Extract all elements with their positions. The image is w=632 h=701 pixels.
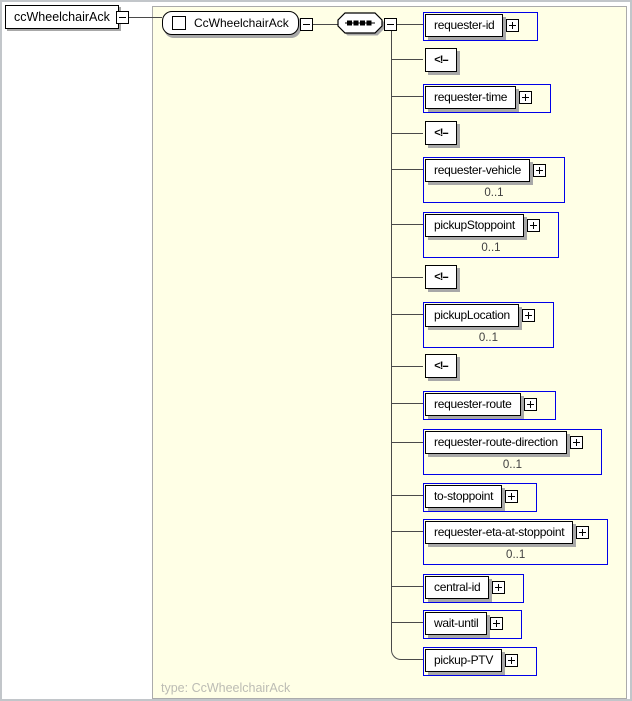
element-node-central-id: central-id bbox=[423, 574, 525, 603]
element-box[interactable]: requester-time bbox=[425, 86, 517, 109]
sequence-compositor-icon[interactable] bbox=[337, 12, 387, 38]
connector-trunk bbox=[391, 31, 392, 647]
complex-type-box[interactable]: CcWheelchairAck bbox=[162, 11, 299, 35]
element-box[interactable]: requester-id bbox=[425, 14, 504, 37]
element-node-requester-route-direction: requester-route-direction 0..1 bbox=[423, 429, 602, 475]
collapse-minus-icon[interactable] bbox=[384, 18, 397, 31]
connector-line bbox=[392, 96, 423, 97]
element-node-requester-route: requester-route bbox=[423, 391, 556, 420]
connector-line bbox=[392, 169, 423, 170]
connector-line bbox=[392, 59, 423, 60]
element-box[interactable]: central-id bbox=[425, 576, 490, 599]
complex-type-icon bbox=[172, 16, 186, 30]
comment-box[interactable]: <!-- bbox=[425, 354, 457, 378]
connector-line bbox=[129, 17, 162, 18]
element-node-requester-id: requester-id bbox=[423, 12, 539, 41]
content-model-panel: type: CcWheelchairAck bbox=[152, 6, 627, 699]
connector-line bbox=[397, 24, 423, 25]
connector-line bbox=[392, 314, 423, 315]
expand-plus-icon[interactable] bbox=[506, 19, 520, 32]
expand-plus-icon[interactable] bbox=[492, 581, 506, 594]
comment-node: <!-- bbox=[425, 48, 457, 72]
element-box[interactable]: pickupLocation bbox=[425, 304, 519, 327]
expand-plus-icon[interactable] bbox=[523, 398, 537, 411]
occurrence-label: 0..1 bbox=[481, 242, 501, 254]
element-node-to-stoppoint: to-stoppoint bbox=[423, 483, 538, 512]
element-node-pickup-PTV: pickup-PTV bbox=[423, 647, 538, 676]
element-box[interactable]: to-stoppoint bbox=[425, 485, 503, 508]
connector-line bbox=[392, 366, 423, 367]
expand-plus-icon[interactable] bbox=[576, 526, 590, 539]
comment-box[interactable]: <!-- bbox=[425, 265, 457, 289]
global-element-box[interactable]: ccWheelchairAck bbox=[5, 5, 119, 29]
complex-type-label: CcWheelchairAck bbox=[194, 16, 289, 30]
element-box[interactable]: requester-vehicle bbox=[425, 159, 530, 182]
expand-plus-icon[interactable] bbox=[490, 617, 504, 630]
element-box[interactable]: requester-eta-at-stoppoint bbox=[425, 521, 574, 544]
element-node-pickupLocation: pickupLocation 0..1 bbox=[423, 302, 554, 348]
expand-plus-icon[interactable] bbox=[505, 490, 519, 503]
element-node-wait-until: wait-until bbox=[423, 610, 523, 639]
expand-plus-icon[interactable] bbox=[521, 309, 535, 322]
connector-line bbox=[392, 403, 423, 404]
connector-line bbox=[392, 531, 423, 532]
element-box[interactable]: pickup-PTV bbox=[425, 649, 503, 672]
occurrence-label: 0..1 bbox=[478, 332, 499, 344]
element-node-requester-eta-at-stoppoint: requester-eta-at-stoppoint 0..1 bbox=[423, 519, 609, 565]
element-box[interactable]: pickupStoppoint bbox=[425, 214, 524, 237]
expand-plus-icon[interactable] bbox=[519, 91, 533, 104]
expand-plus-icon[interactable] bbox=[526, 219, 540, 232]
collapse-minus-icon[interactable] bbox=[116, 11, 129, 24]
connector-line bbox=[392, 277, 423, 278]
element-box[interactable]: wait-until bbox=[425, 612, 488, 635]
comment-node: <!-- bbox=[425, 121, 457, 145]
comment-node: <!-- bbox=[425, 354, 457, 378]
connector-line bbox=[392, 133, 423, 134]
occurrence-label: 0..1 bbox=[502, 459, 523, 471]
connector-line bbox=[392, 442, 423, 443]
element-box[interactable]: requester-route bbox=[425, 393, 521, 416]
collapse-minus-icon[interactable] bbox=[300, 18, 313, 31]
element-node-requester-vehicle: requester-vehicle 0..1 bbox=[423, 157, 565, 203]
expand-plus-icon[interactable] bbox=[532, 164, 546, 177]
connector-line bbox=[313, 24, 338, 25]
type-annotation: type: CcWheelchairAck bbox=[161, 681, 291, 695]
connector-line bbox=[392, 586, 423, 587]
element-node-pickupStoppoint: pickupStoppoint 0..1 bbox=[423, 212, 559, 258]
connector-line bbox=[392, 495, 423, 496]
element-box[interactable]: requester-route-direction bbox=[425, 431, 567, 454]
occurrence-label: 0..1 bbox=[506, 549, 526, 561]
expand-plus-icon[interactable] bbox=[505, 654, 519, 667]
expand-plus-icon[interactable] bbox=[569, 436, 583, 449]
connector-line bbox=[392, 622, 423, 623]
comment-box[interactable]: <!-- bbox=[425, 121, 457, 145]
comment-node: <!-- bbox=[425, 265, 457, 289]
element-node-requester-time: requester-time bbox=[423, 84, 552, 113]
occurrence-label: 0..1 bbox=[484, 187, 504, 199]
connector-elbow bbox=[391, 647, 423, 660]
connector-line bbox=[392, 224, 423, 225]
comment-box[interactable]: <!-- bbox=[425, 48, 457, 72]
